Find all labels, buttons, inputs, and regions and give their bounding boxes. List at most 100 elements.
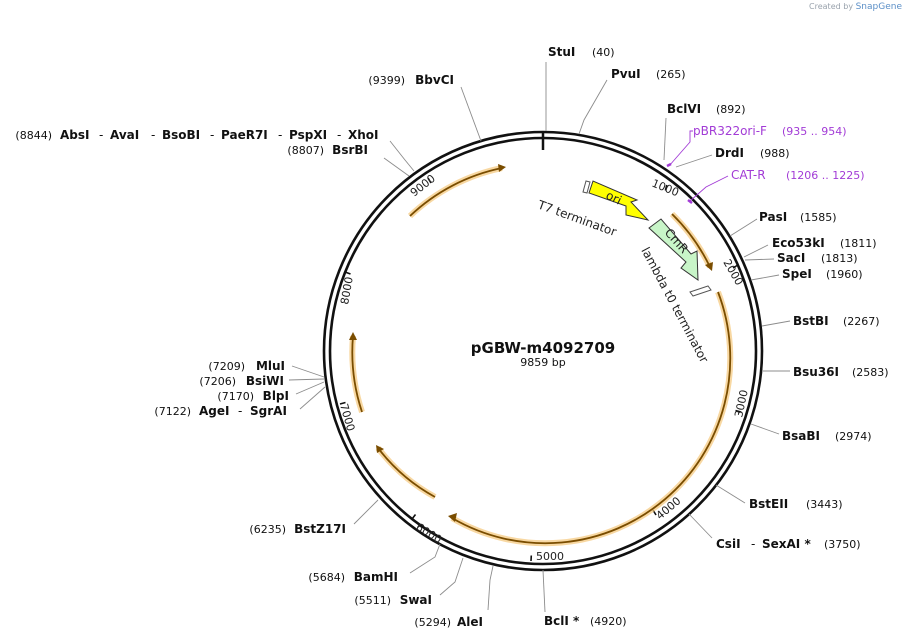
enzyme-pos-bbvci: (9399) <box>368 74 405 87</box>
primer-range-pbr322ori-f: (935 .. 954) <box>782 125 847 138</box>
enzyme-bbvci[interactable]: (9399) BbvCI <box>368 73 454 87</box>
enzyme-spei[interactable]: SpeI (1960) <box>782 267 863 281</box>
credit-prefix: Created by <box>809 2 854 11</box>
enzyme-name-alei: AleI <box>457 615 483 629</box>
ruler-labels: 1000 2000 3000 4000 5000 6000 7000 8000 … <box>337 172 751 563</box>
enzyme-separator: - <box>210 128 214 142</box>
enzyme-drdi[interactable]: DrdI (988) <box>715 146 790 160</box>
enzyme-pos-stui: (40) <box>592 46 615 59</box>
enzyme-name-stui: StuI <box>548 45 575 59</box>
leader-csii <box>688 513 713 539</box>
leader-bsabi <box>750 423 780 435</box>
leader-alei <box>487 565 494 611</box>
enzyme-bsabi[interactable]: BsaBI (2974) <box>782 429 872 443</box>
leader-bstbi <box>761 320 791 327</box>
enzyme-swai[interactable]: (5511) SwaI <box>354 593 432 607</box>
primer-pbr322ori-f[interactable]: pBR322ori-F (935 .. 954) <box>666 124 847 168</box>
feature-ori[interactable]: ori <box>588 180 650 221</box>
enzyme-pasi[interactable]: PasI (1585) <box>759 210 837 224</box>
enzyme-name-bbvci: BbvCI <box>415 73 454 87</box>
feature-label-lambda-t0-terminator: lambda t0 terminator <box>638 245 711 365</box>
enzyme-name-bsteii: BstEII <box>749 497 788 511</box>
enzyme-bsiwi[interactable]: (7206) BsiWI <box>199 374 284 388</box>
enzyme-name-pspxi: PspXI <box>289 128 327 142</box>
enzyme-bclvi[interactable]: BclVI (892) <box>667 102 746 116</box>
primer-cat-r[interactable]: CAT-R (1206 .. 1225) <box>687 168 865 204</box>
enzyme-name-absi: AbsI <box>60 128 89 142</box>
enzyme-pos-absi: (8844) <box>15 129 52 142</box>
enzyme-pos-blpi: (7170) <box>217 390 254 403</box>
enzyme-blpi[interactable]: (7170) BlpI <box>217 389 289 403</box>
enzyme-pos-alei: (5294) <box>414 616 451 629</box>
enzyme-csii[interactable]: CsiI - SexAI * (3750) <box>716 537 861 551</box>
enzyme-pos-bsabi: (2974) <box>835 430 872 443</box>
enzyme-labels: StuI (40) PvuI (265) BclVI (892) DrdI (9… <box>544 45 889 628</box>
enzyme-bstbi[interactable]: BstBI (2267) <box>793 314 880 328</box>
enzyme-name-sgrai: SgrAI <box>250 404 287 418</box>
enzyme-name-drdi: DrdI <box>715 146 744 160</box>
enzyme-bamhi[interactable]: (5684) BamHI <box>308 570 398 584</box>
enzyme-bstz17i[interactable]: (6235) BstZ17I <box>249 522 346 536</box>
orf-arrowhead-4 <box>349 332 357 340</box>
enzyme-bsteii[interactable]: BstEII (3443) <box>749 497 843 511</box>
orf-arc-1 <box>669 211 713 271</box>
leader-mlui <box>291 365 325 378</box>
enzyme-saci[interactable]: SacI (1813) <box>777 251 858 265</box>
enzyme-name-bstbi: BstBI <box>793 314 829 328</box>
enzyme-name-pasi: PasI <box>759 210 787 224</box>
leader-agei <box>299 386 326 410</box>
enzyme-pos-swai: (5511) <box>354 594 391 607</box>
enzyme-name-bsobi: BsoBI <box>162 128 200 142</box>
tick-3000 <box>735 409 742 413</box>
enzyme-separator: - <box>337 128 341 142</box>
leader-drdi <box>675 154 713 168</box>
enzyme-pos-agei: (7122) <box>154 405 191 418</box>
enzyme-pos-bsrbi: (8807) <box>287 144 324 157</box>
leader-saci <box>744 258 775 261</box>
enzyme-name-spei: SpeI <box>782 267 812 281</box>
enzyme-pos-bsiwi: (7206) <box>199 375 236 388</box>
enzyme-name-bamhi: BamHI <box>354 570 398 584</box>
enzyme-pos-csii: (3750) <box>824 538 861 551</box>
enzyme-eco53ki[interactable]: Eco53kI (1811) <box>772 236 877 250</box>
ruler-label-3000: 3000 <box>732 389 751 419</box>
enzyme-agei[interactable]: (7122) AgeI - SgrAI <box>154 404 286 418</box>
enzyme-absi[interactable]: (8844) AbsI - AvaI - BsoBI - PaeR7I - Ps… <box>15 128 378 142</box>
leader-bamhi <box>409 543 441 574</box>
enzyme-leaders <box>288 62 791 613</box>
orf-arrowhead-5 <box>498 164 506 172</box>
enzyme-stui[interactable]: StuI (40) <box>548 45 615 59</box>
orf-arrowhead-1 <box>705 262 713 271</box>
enzyme-name-mlui: MluI <box>256 359 285 373</box>
primer-name-cat-r: CAT-R <box>731 168 766 182</box>
tick-2000 <box>732 264 739 269</box>
snapgene-credit: Created by SnapGene <box>809 2 902 12</box>
enzyme-pos-pasi: (1585) <box>800 211 837 224</box>
enzyme-pos-bstz17i: (6235) <box>249 523 286 536</box>
enzyme-name-agei: AgeI <box>199 404 229 418</box>
enzyme-name-pvui: PvuI <box>611 67 641 81</box>
tick-9000 <box>427 177 432 184</box>
enzyme-alei[interactable]: (5294) AleI <box>414 615 483 629</box>
feature-label-ori: ori <box>604 188 624 207</box>
primer-range-cat-r: (1206 .. 1225) <box>786 169 865 182</box>
enzyme-pvui[interactable]: PvuI (265) <box>611 67 686 81</box>
ruler-label-1000: 1000 <box>650 177 681 200</box>
enzyme-bsu36i[interactable]: Bsu36I (2583) <box>793 365 889 379</box>
leader-bcli <box>542 569 546 613</box>
enzyme-bcli[interactable]: BclI * (4920) <box>544 614 627 628</box>
enzyme-mlui[interactable]: (7209) MluI <box>208 359 285 373</box>
enzyme-pos-saci: (1813) <box>821 252 858 265</box>
feature-lambda-t0-terminator[interactable]: lambda t0 terminator <box>638 245 712 365</box>
orf-arrowhead-2 <box>448 513 457 522</box>
leader-bstz17i <box>353 499 379 525</box>
enzyme-pos-spei: (1960) <box>826 268 863 281</box>
enzyme-pos-bcli: (4920) <box>590 615 627 628</box>
orf-arc-2 <box>448 290 734 547</box>
ruler-label-6000: 6000 <box>413 521 444 547</box>
enzyme-name-avai: AvaI <box>110 128 139 142</box>
enzyme-name-bsrbi: BsrBI <box>332 143 368 157</box>
enzyme-name-bsiwi: BsiWI <box>246 374 284 388</box>
enzyme-bsrbi[interactable]: (8807) BsrBI <box>287 143 368 157</box>
enzyme-name-saci: SacI <box>777 251 805 265</box>
